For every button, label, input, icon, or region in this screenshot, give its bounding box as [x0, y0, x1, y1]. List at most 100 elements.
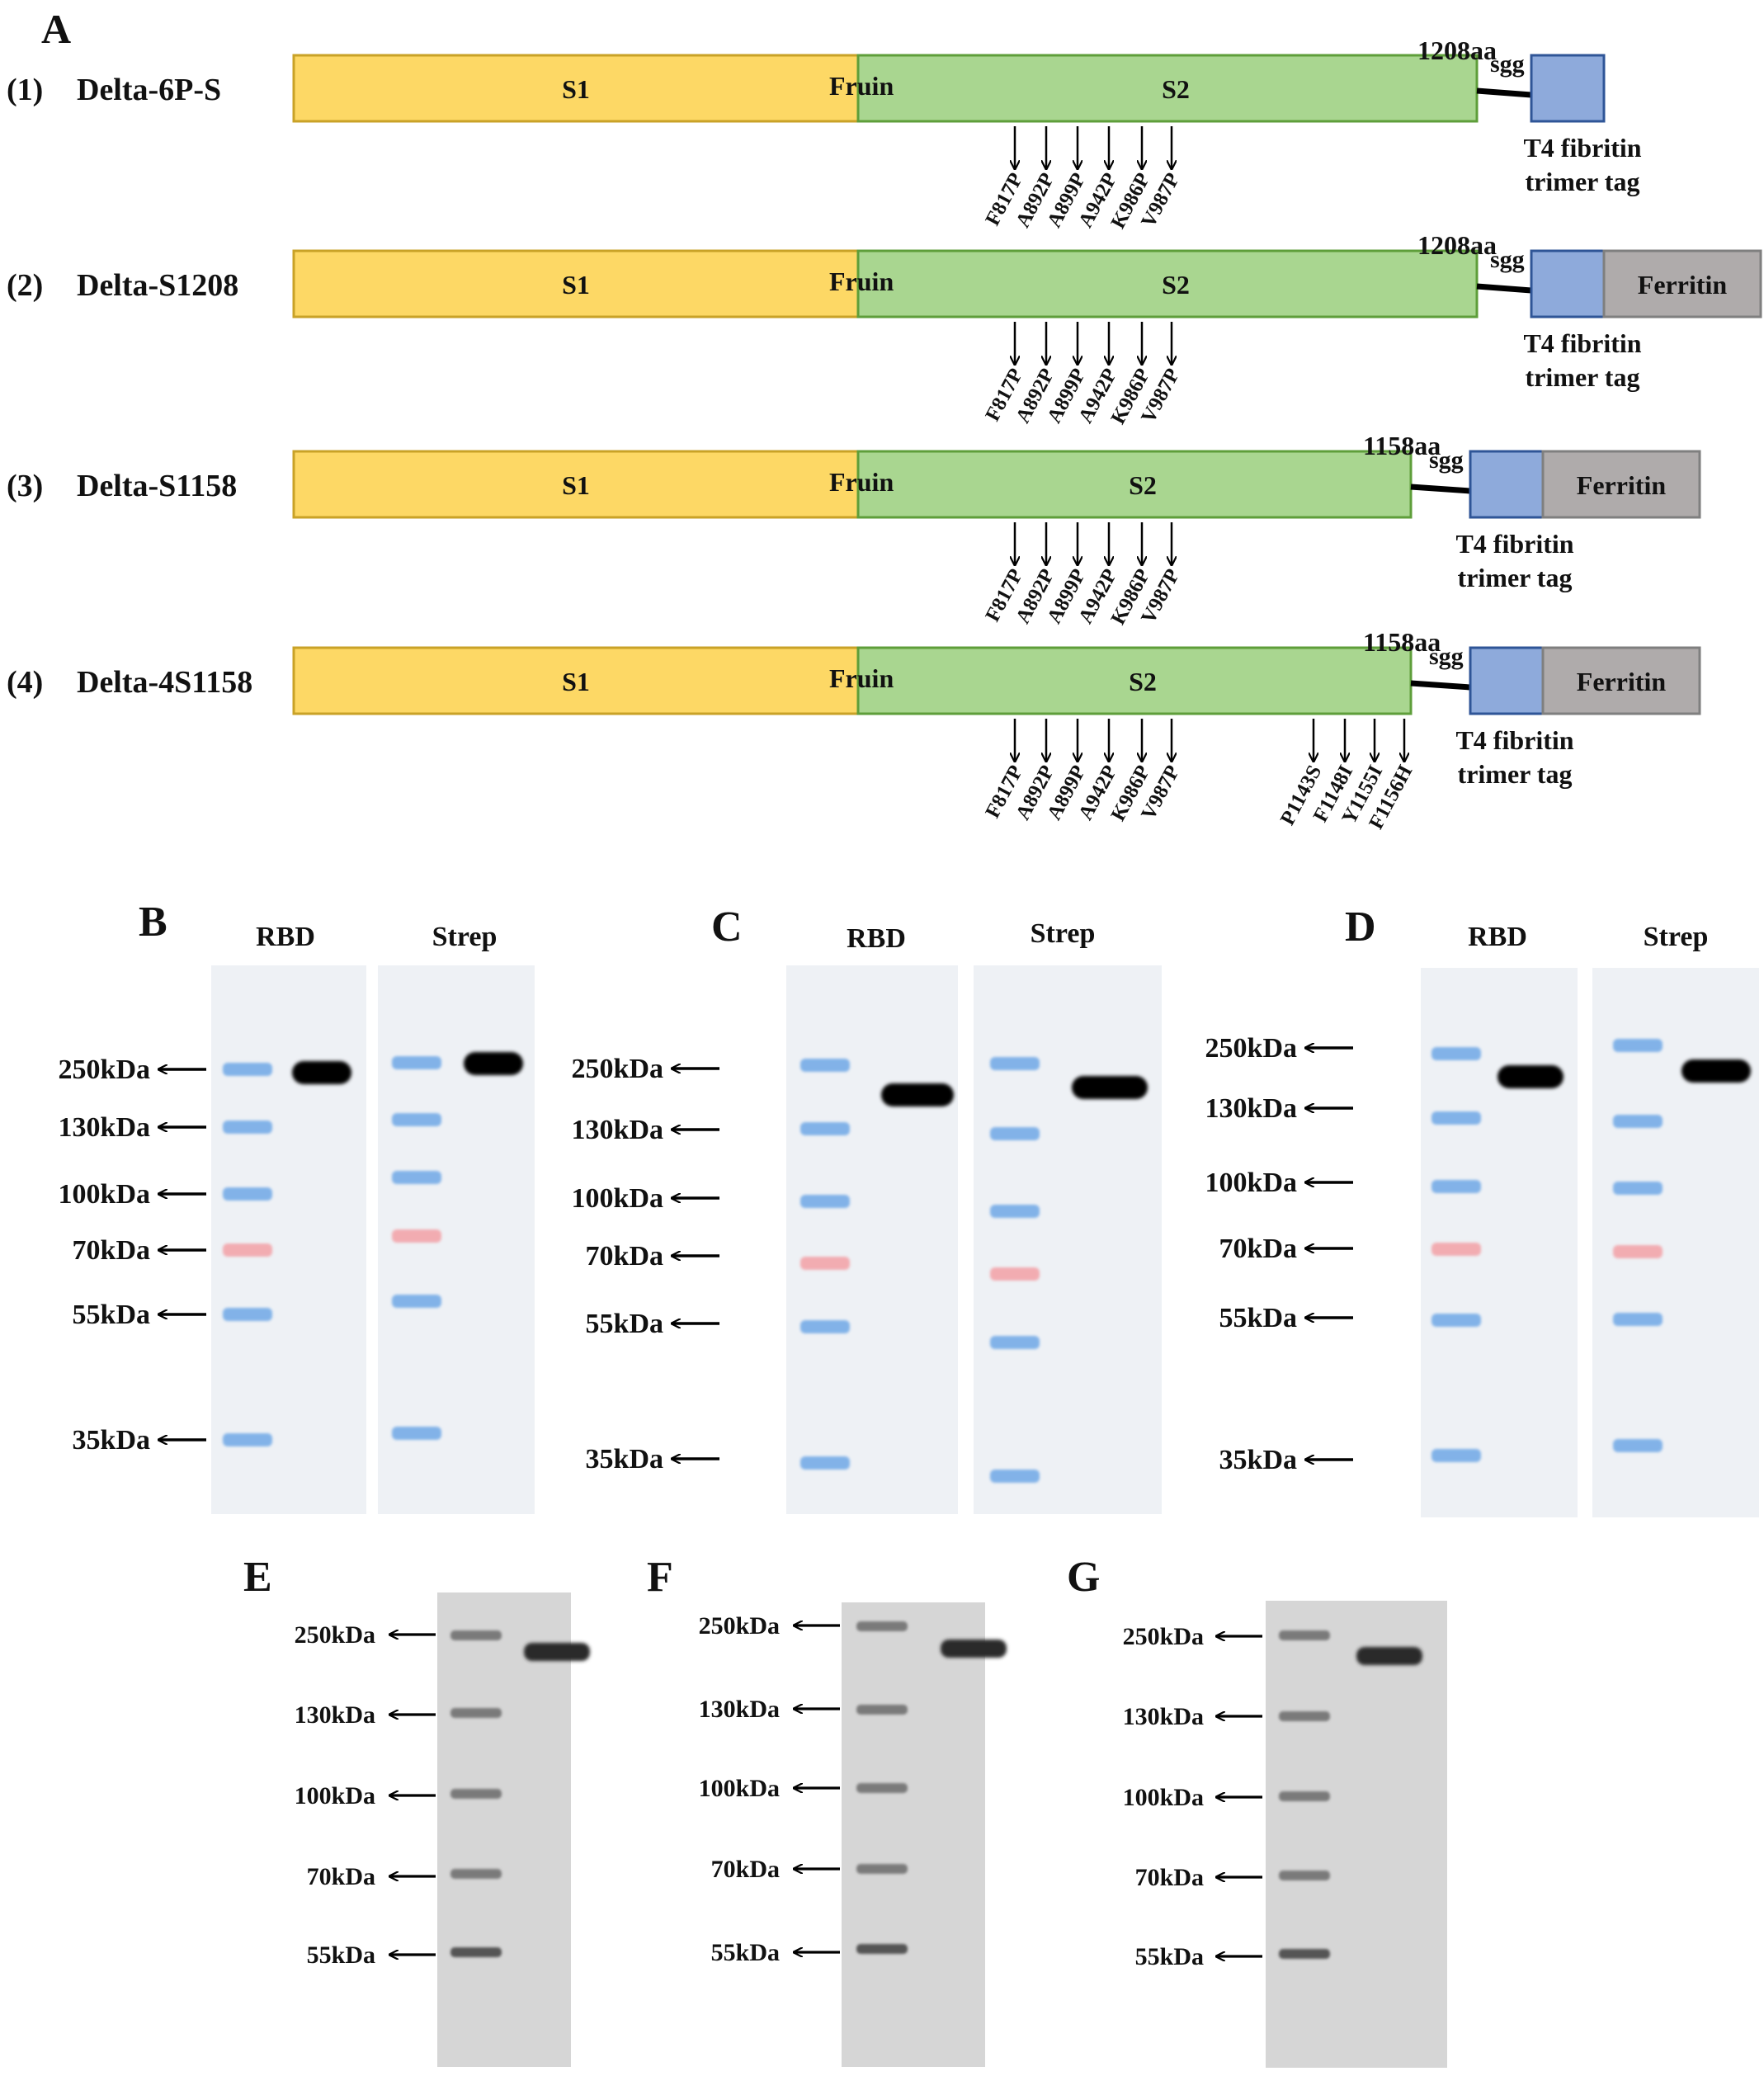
ladder-band [392, 1229, 441, 1243]
lane-label: Strep [1644, 922, 1709, 952]
tag-label-line-2: trimer tag [1458, 563, 1573, 592]
ladder-band [450, 1630, 502, 1640]
ladder-band [1431, 1449, 1481, 1462]
protein-band [1072, 1076, 1148, 1099]
linker-line [1476, 87, 1532, 98]
ladder-band [856, 1705, 908, 1715]
s2-label: S2 [1129, 470, 1157, 500]
panel-label-d: D [1345, 904, 1376, 951]
s2-domain [856, 646, 1413, 715]
protein-band [1681, 1059, 1751, 1083]
ladder-band [1431, 1047, 1481, 1060]
marker-label: 70kDa [1135, 1864, 1204, 1891]
construct-name: Delta-6P-S [77, 73, 221, 107]
ladder-band [1279, 1871, 1330, 1880]
construct-number: (1) [7, 73, 43, 107]
ladder-band [450, 1789, 502, 1799]
marker-label: 100kDa [295, 1782, 375, 1809]
lane-label: RBD [847, 923, 906, 954]
lane-label: Strep [432, 922, 498, 952]
marker-label: 250kDa [699, 1612, 780, 1640]
gel-background [437, 1592, 571, 2067]
linker-line [1410, 484, 1471, 494]
protein-band [524, 1643, 590, 1661]
marker-label: 130kDa [572, 1115, 663, 1145]
gel-background [1266, 1601, 1447, 2068]
marker-label: 250kDa [59, 1055, 150, 1085]
ladder-band [1613, 1182, 1663, 1195]
ladder-band [1431, 1111, 1481, 1125]
s1-domain [292, 249, 860, 318]
panel-label-f: F [647, 1554, 673, 1601]
s2-label: S2 [1162, 270, 1190, 300]
s1-label: S1 [562, 74, 590, 104]
panel-label-g: G [1067, 1554, 1100, 1601]
ladder-band [392, 1171, 441, 1184]
ladder-band [990, 1470, 1040, 1483]
marker-label: 100kDa [572, 1183, 663, 1214]
ladder-band [223, 1187, 272, 1201]
ladder-band [800, 1257, 850, 1270]
marker-label: 55kDa [307, 1942, 375, 1969]
furin-site-label: Fruin [829, 71, 894, 101]
panel-label-e: E [243, 1554, 272, 1601]
marker-label: 250kDa [295, 1621, 375, 1649]
ladder-band [450, 1708, 502, 1718]
tag-label-line-1: T4 fibritin [1455, 725, 1573, 755]
ladder-band [1279, 1791, 1330, 1801]
marker-label: 35kDa [586, 1444, 663, 1474]
marker-label: 70kDa [1219, 1234, 1297, 1264]
ladder-band [392, 1113, 441, 1126]
ladder-band [450, 1947, 502, 1957]
protein-band [464, 1052, 523, 1075]
ladder-band [990, 1267, 1040, 1281]
ladder-band [856, 1864, 908, 1874]
s1-domain [292, 450, 860, 519]
t4-fibritin-box [1530, 249, 1606, 318]
panel-label-b: B [139, 899, 167, 946]
ladder-band [223, 1243, 272, 1257]
marker-label: 55kDa [711, 1939, 780, 1966]
t4-fibritin-box [1530, 54, 1606, 123]
ladder-band [223, 1308, 272, 1321]
blot-membrane [211, 965, 366, 1514]
marker-label: 55kDa [73, 1300, 150, 1330]
construct-name: Delta-4S1158 [77, 665, 252, 700]
ladder-band [1613, 1439, 1663, 1452]
marker-label: 70kDa [73, 1235, 150, 1266]
tag-label-line-2: trimer tag [1526, 167, 1640, 196]
gel-background [842, 1602, 985, 2067]
furin-site-label: Fruin [829, 267, 894, 296]
blot-membrane [974, 965, 1162, 1514]
tag-label-line-1: T4 fibritin [1455, 529, 1573, 559]
marker-label: 100kDa [1123, 1784, 1204, 1811]
marker-label: 250kDa [572, 1054, 663, 1084]
ladder-band [1613, 1115, 1663, 1128]
t4-fibritin-box [1469, 646, 1545, 715]
ladder-band [1279, 1949, 1330, 1959]
s2-domain [856, 450, 1413, 519]
ladder-band [1613, 1313, 1663, 1326]
ladder-band [990, 1127, 1040, 1140]
s1-label: S1 [562, 470, 590, 500]
protein-band [1498, 1065, 1564, 1088]
ladder-band [450, 1869, 502, 1879]
ladder-band [223, 1063, 272, 1076]
s2-domain [856, 249, 1479, 318]
marker-label: 35kDa [1219, 1445, 1297, 1475]
ladder-band [800, 1122, 850, 1135]
ladder-band [1431, 1243, 1481, 1256]
ferritin-label: Ferritin [1577, 667, 1667, 696]
tag-label-line-1: T4 fibritin [1523, 328, 1641, 358]
ladder-band [223, 1121, 272, 1134]
linker-line [1410, 680, 1471, 691]
marker-label: 130kDa [295, 1701, 375, 1729]
